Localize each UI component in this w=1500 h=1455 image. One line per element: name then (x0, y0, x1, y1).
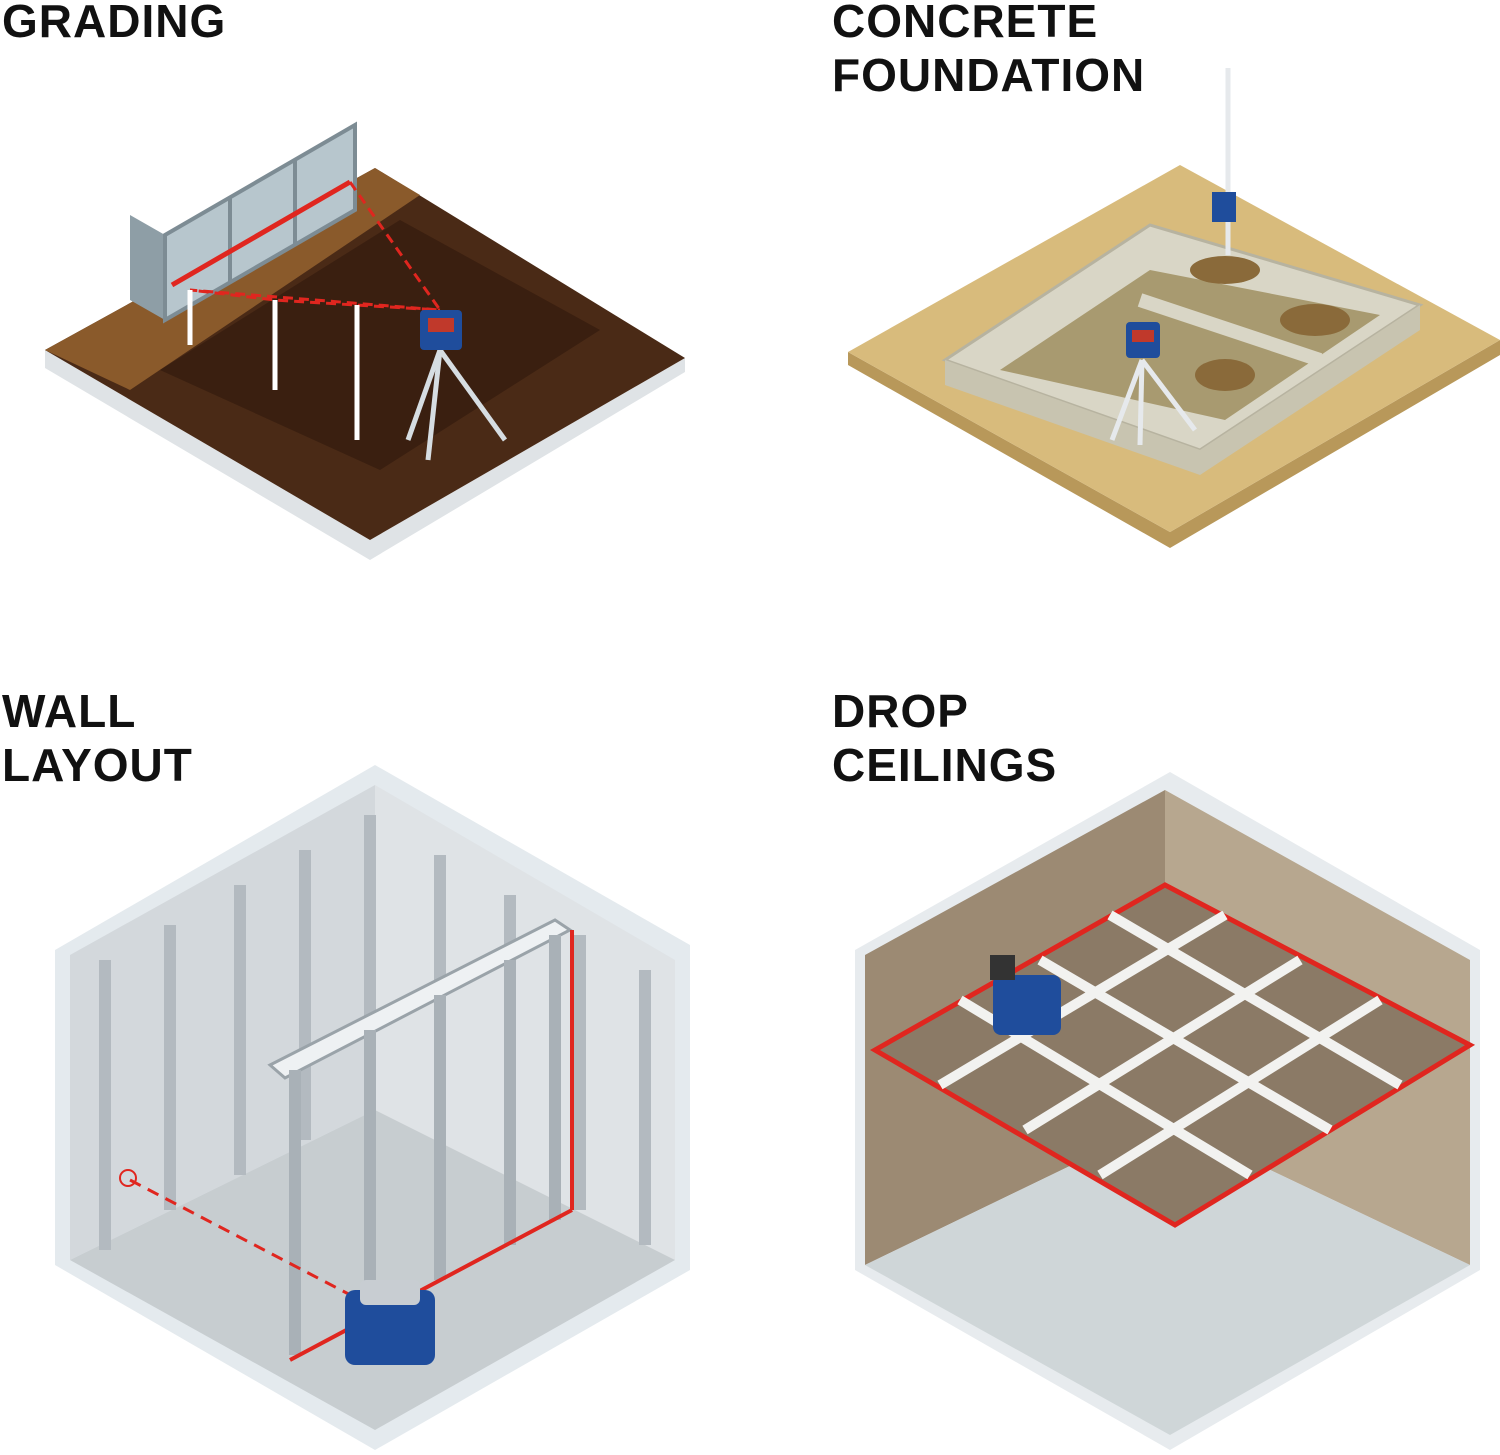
title-line: FOUNDATION (832, 49, 1146, 101)
laser-dashed-line (129, 1178, 361, 1302)
panel-title-grading: GRADING (2, 0, 226, 48)
concrete-foundation-illustration (848, 68, 1500, 548)
panel-title-concrete-foundation: CONCRETE FOUNDATION (832, 0, 1145, 102)
laser-receiver (1212, 192, 1236, 222)
laser-outline (869, 882, 1476, 1228)
wall-layout-illustration (55, 765, 690, 1450)
panel-title-drop-ceilings: DROP CEILINGS (832, 684, 1057, 792)
title-line: GRADING (2, 0, 227, 47)
title-line: WALL (2, 685, 137, 737)
laser-line (170, 179, 352, 288)
rotary-laser (990, 955, 1061, 1035)
laser-dot (119, 1169, 137, 1187)
title-line: CONCRETE (832, 0, 1099, 47)
title-line: CEILINGS (832, 739, 1058, 791)
rotary-laser-on-tripod (1109, 322, 1197, 446)
title-line: LAYOUT (2, 739, 193, 791)
rotary-laser-on-tripod (405, 310, 508, 461)
drop-ceilings-illustration (855, 772, 1480, 1450)
title-line: DROP (832, 685, 969, 737)
laser-dashed-line (189, 181, 444, 312)
panel-title-wall-layout: WALL LAYOUT (2, 684, 193, 792)
rotary-laser (345, 1280, 435, 1365)
grading-illustration (45, 121, 685, 560)
